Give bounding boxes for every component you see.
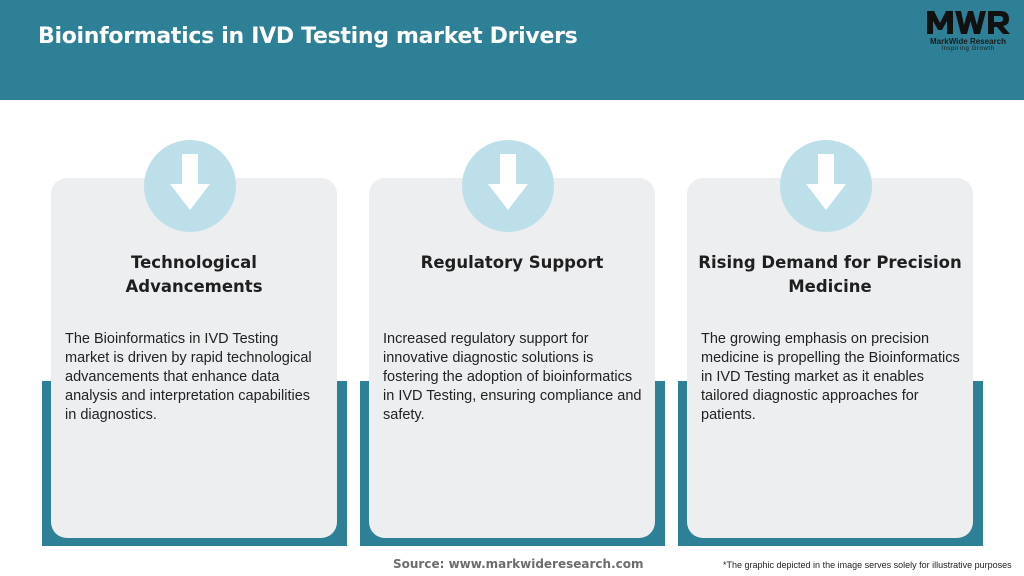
card-title: Rising Demand for Precision Medicine	[698, 253, 962, 296]
driver-card-precision-medicine: Rising Demand for Precision Medicine The…	[678, 140, 993, 548]
mwr-logo-icon	[927, 11, 1010, 34]
driver-card-technological: Technological Advancements The Bioinform…	[42, 140, 357, 548]
card-description: Increased regulatory support for innovat…	[383, 331, 642, 423]
driver-card-regulatory: Regulatory Support Increased regulatory …	[360, 140, 675, 548]
brand-logo: MarkWide Research Inspiring Growth	[920, 8, 1016, 58]
header-banner: Bioinformatics in IVD Testing market Dri…	[0, 0, 1024, 100]
card-panel: Regulatory Support Increased regulatory …	[369, 140, 655, 538]
card-title: Regulatory Support	[420, 253, 604, 272]
source-credit: Source: www.markwideresearch.com	[393, 557, 644, 571]
card-title: Technological Advancements	[125, 253, 263, 296]
card-description: The growing emphasis on precision medici…	[701, 331, 960, 423]
card-panel: Technological Advancements The Bioinform…	[51, 140, 337, 538]
icon-badge	[144, 140, 236, 232]
icon-badge	[462, 140, 554, 232]
page-title: Bioinformatics in IVD Testing market Dri…	[38, 24, 578, 49]
card-description: The Bioinformatics in IVD Testing market…	[65, 331, 312, 423]
card-panel: Rising Demand for Precision Medicine The…	[687, 140, 973, 538]
logo-tagline: Inspiring Growth	[941, 46, 995, 52]
down-arrow-icon	[170, 154, 210, 210]
icon-badge	[780, 140, 872, 232]
logo-name: MarkWide Research	[930, 37, 1006, 46]
down-arrow-icon	[806, 154, 846, 210]
down-arrow-icon	[488, 154, 528, 210]
disclaimer-note: *The graphic depicted in the image serve…	[723, 560, 1012, 570]
